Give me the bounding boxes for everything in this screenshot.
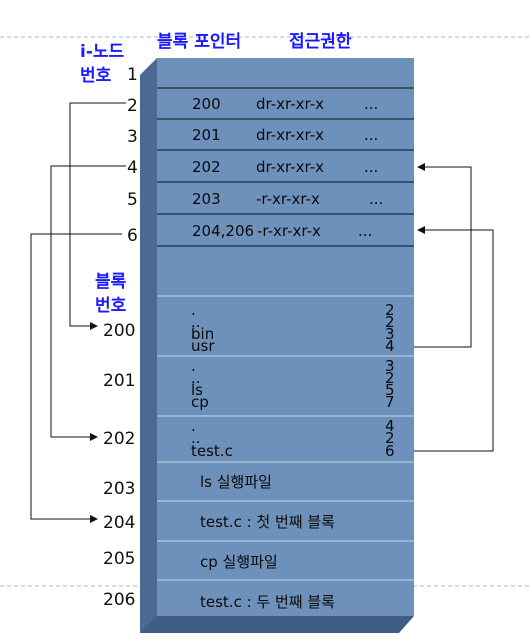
dir-entry-inode: 5 <box>385 381 395 399</box>
inode-permission: -r-xr-xr-x <box>256 190 320 208</box>
link-usr-inode4 <box>414 163 472 348</box>
data-block-206: test.c : 두 번째 블록 <box>200 593 335 611</box>
link-inode6-block204 <box>30 233 122 523</box>
left-connectors <box>30 102 126 523</box>
dir-entry-name: cp <box>191 393 209 411</box>
block-number: 203 <box>103 479 135 499</box>
inode-block-pointer: 201 <box>192 126 221 144</box>
block-number: 205 <box>103 549 135 569</box>
dir-entry-inode: 2 <box>385 369 395 387</box>
block-separators <box>157 295 414 581</box>
row-separators <box>157 87 414 247</box>
inode-block-pointer: 203 <box>192 190 221 208</box>
inode-numbers: 1 2 3 4 5 6 <box>127 65 138 246</box>
inode-label-bottom: 번호 <box>80 66 112 86</box>
inode-number: 5 <box>127 190 138 210</box>
block-label-top: 블록 <box>95 272 127 292</box>
dir-entry-inode: 4 <box>385 337 395 355</box>
inode-block-pointer: 204,206 <box>192 222 254 240</box>
block-label-bottom: 번호 <box>95 296 127 316</box>
dir-entry-name: ls <box>191 381 203 399</box>
data-block-203: ls 실행파일 <box>200 473 272 491</box>
inode-block-pointer: 202 <box>192 158 221 176</box>
inode-more: ... <box>364 158 378 176</box>
data-block-205: cp 실행파일 <box>200 553 278 571</box>
block-number: 200 <box>103 321 135 341</box>
dir-entry-inode: 2 <box>385 313 395 331</box>
inode-block-pointer: 200 <box>192 95 221 113</box>
dir-entry-name: . <box>191 301 196 319</box>
dir-entry-name: .. <box>191 369 201 387</box>
dir-entry-name: .. <box>191 429 201 447</box>
dir-entry-name: .. <box>191 313 201 331</box>
dir-entry-inode: 7 <box>385 393 395 411</box>
inode-label-top: i-노드 <box>80 42 125 62</box>
dir-entry-inode: 2 <box>385 429 395 447</box>
block-number: 201 <box>103 371 135 391</box>
dir-entry-inode: 2 <box>385 301 395 319</box>
dir-entry-name: . <box>191 417 196 435</box>
dir-entry-name: bin <box>191 325 214 343</box>
inode-table: 200 dr-xr-xr-x ... 201 dr-xr-xr-x ... 20… <box>192 95 383 240</box>
inode-number: 3 <box>127 127 138 147</box>
block-numbers: 200 201 202 203 204 205 206 <box>103 321 135 610</box>
inode-number: 1 <box>127 65 138 85</box>
dir-entry-inode: 3 <box>385 325 395 343</box>
dir-entry-name: test.c <box>191 442 233 460</box>
inode-permission: -r-xr-xr-x <box>257 222 321 240</box>
inode-permission: dr-xr-xr-x <box>256 126 324 144</box>
block-number: 202 <box>103 429 135 449</box>
inode-more: ... <box>364 95 378 113</box>
dir-entry-inode: 6 <box>385 442 395 460</box>
data-blocks: ls 실행파일 test.c : 첫 번째 블록 cp 실행파일 test.c … <box>200 473 335 611</box>
inode-number: 6 <box>127 226 138 246</box>
inode-more: ... <box>364 126 378 144</box>
link-inode2-block200 <box>69 102 126 330</box>
box-side-face <box>140 58 157 633</box>
inode-number: 4 <box>127 158 138 178</box>
box-front-face <box>157 58 414 616</box>
dir-block-200: . .. bin usr 2 2 3 4 <box>191 301 395 355</box>
permission-header: 접근권한 <box>289 32 352 52</box>
inode-more: ... <box>358 222 372 240</box>
right-connectors <box>414 163 494 452</box>
dir-block-201: . .. ls cp 3 2 5 7 <box>191 357 395 411</box>
block-number: 204 <box>103 513 135 533</box>
data-block-204: test.c : 첫 번째 블록 <box>200 513 335 531</box>
dir-entry-inode: 4 <box>385 417 395 435</box>
block-number: 206 <box>103 590 135 610</box>
inode-number: 2 <box>127 96 138 116</box>
block-pointer-header: 블록 포인터 <box>157 32 241 52</box>
link-inode4-block202 <box>50 165 126 441</box>
dir-entry-inode: 3 <box>385 357 395 375</box>
inode-permission: dr-xr-xr-x <box>256 95 324 113</box>
dir-entry-name: usr <box>191 337 215 355</box>
inode-permission: dr-xr-xr-x <box>256 158 324 176</box>
link-testc-inode6 <box>414 226 494 452</box>
inode-more: ... <box>369 190 383 208</box>
dir-block-202: . .. test.c 4 2 6 <box>191 417 395 460</box>
box-bottom-face <box>140 616 414 633</box>
dir-entry-name: . <box>191 357 196 375</box>
